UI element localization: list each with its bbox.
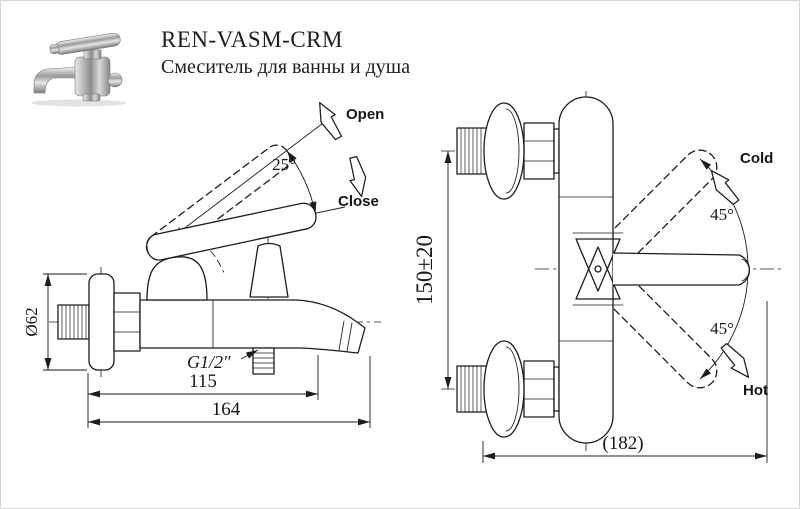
overall-width-dimension: (182) xyxy=(482,301,768,463)
faucet-neck xyxy=(83,49,102,60)
shower-outlet xyxy=(252,347,275,375)
mount-nut xyxy=(113,292,141,352)
close-label: Close xyxy=(338,193,379,210)
mount-distance-label: 150±20 xyxy=(412,235,437,305)
flange-bottom xyxy=(483,340,525,438)
flange-diameter-label: Ø62 xyxy=(22,307,41,336)
handle-angle-label: 25° xyxy=(272,155,296,174)
faucet-diverter-knob xyxy=(107,72,123,88)
close-direction-arrow xyxy=(344,155,371,199)
handle-cold-position xyxy=(601,149,718,266)
faucet-handle xyxy=(49,32,121,55)
cartridge-dome xyxy=(146,256,208,301)
dim-164-label: 164 xyxy=(212,399,241,420)
handle-hot-position xyxy=(601,272,718,389)
hot-label: Hot xyxy=(743,382,768,399)
front-view: 45° 45° xyxy=(412,91,781,463)
body-seams xyxy=(212,299,353,352)
photo-shadow xyxy=(31,99,127,107)
mixer-column-body xyxy=(558,96,614,444)
wall-connection xyxy=(57,273,141,371)
product-subtitle: Смеситель для ванны и душа xyxy=(161,56,411,78)
angle-up-label: 45° xyxy=(710,205,734,224)
valve-detail xyxy=(572,232,624,306)
mixer-body-spout xyxy=(139,299,366,354)
product-model: REN-VASM-CRM xyxy=(161,27,343,52)
handle-closed-position xyxy=(146,202,317,261)
faucet-spout xyxy=(33,66,80,94)
open-direction-arrow xyxy=(311,98,347,143)
mount-distance-dimension: 150±20 xyxy=(412,151,452,389)
hot-direction-arrow xyxy=(716,340,756,383)
handle-neutral-position xyxy=(612,252,751,286)
diverter-knob xyxy=(249,242,289,298)
product-photo xyxy=(31,32,127,107)
flange-diameter-dimension: Ø62 xyxy=(22,273,87,371)
cold-direction-arrow xyxy=(704,165,744,208)
open-label: Open xyxy=(346,106,384,123)
dim-115-label: 115 xyxy=(189,371,217,392)
length-dimensions: 115 164 xyxy=(87,355,371,428)
side-view: 25° xyxy=(22,98,384,428)
body-division-lines xyxy=(558,196,614,342)
flange-top xyxy=(483,102,525,200)
title-block: REN-VASM-CRM Смеситель для ванны и душа xyxy=(161,27,410,79)
flange xyxy=(88,273,115,371)
faucet-shower-outlet xyxy=(82,93,101,102)
overall-width-label: (182) xyxy=(602,433,643,454)
shower-thread-label: G1/2″ xyxy=(187,352,231,372)
wall-mount-top xyxy=(456,102,560,200)
cold-label: Cold xyxy=(740,150,773,167)
wall-mount-bottom xyxy=(456,340,560,438)
angle-down-label: 45° xyxy=(710,319,734,338)
thread-leader-line xyxy=(240,349,259,360)
